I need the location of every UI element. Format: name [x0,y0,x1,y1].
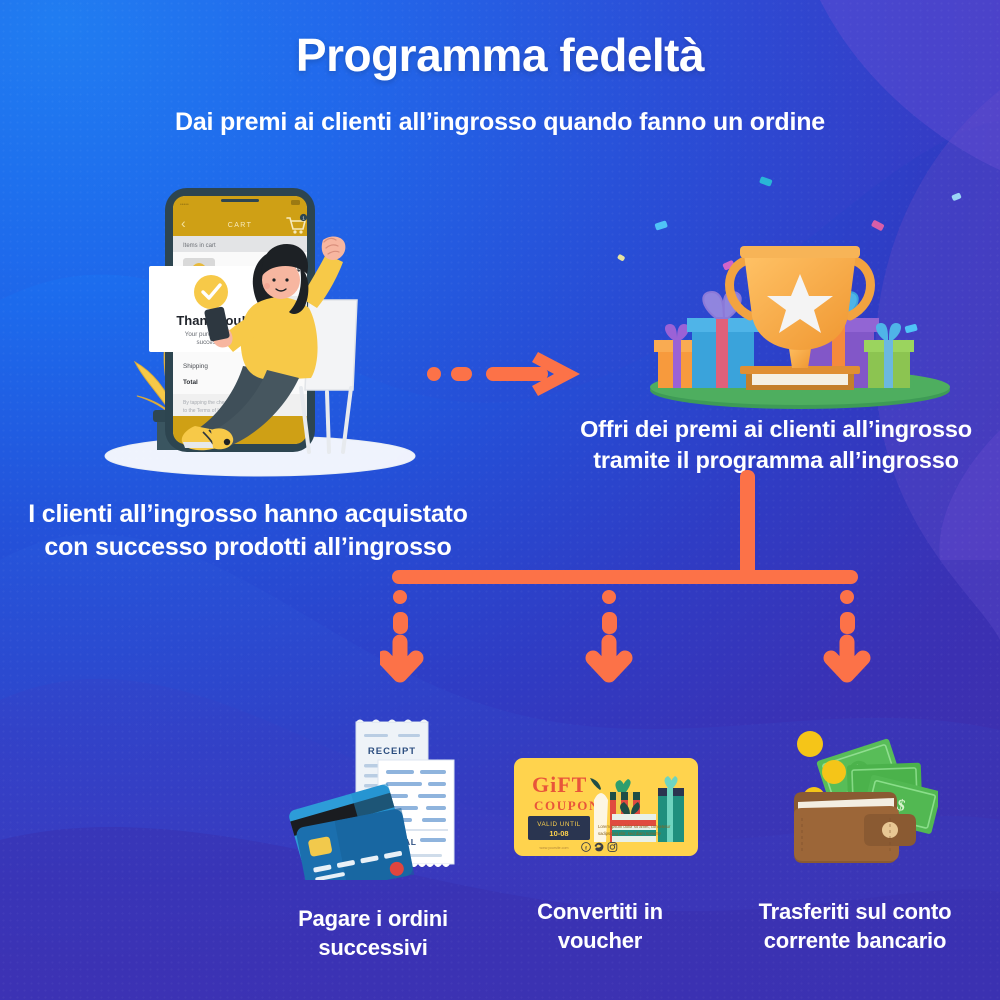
outcome-caption-2: Convertiti in voucher [537,899,663,954]
svg-text:COUPON: COUPON [534,798,600,813]
svg-text:sadipscing elitr, sed diam non: sadipscing elitr, sed diam nonumy [598,831,662,836]
phone-purchase-illustration: ••••• ‹ CART 1 Items in cart [95,180,425,480]
wallet [794,792,916,863]
outcome-caption-1: Pagare i ordini successivi [298,906,448,961]
svg-text:RECEIPT: RECEIPT [368,746,416,757]
svg-text:Items in cart: Items in cart [183,243,216,249]
svg-text:‹: ‹ [181,215,186,231]
coupon-gift-boxes [590,776,684,842]
gift-coupon-icon: GiFT COUPON VALID UNTIL 10-08 [512,756,700,858]
chair [299,299,358,454]
svg-text:GiFT: GiFT [532,772,587,797]
svg-text:VALID UNTIL: VALID UNTIL [537,821,581,828]
gift-box-blue [687,290,759,388]
trophy-and-gifts-illustration [640,230,960,410]
svg-text:to the Terms of Use: to the Terms of Use [183,408,226,414]
svg-text:www.yoursite.com: www.yoursite.com [540,846,569,850]
svg-text:Shipping: Shipping [183,363,208,370]
svg-text:f: f [585,845,587,851]
receipt-and-cards-icon: RECEIPT [278,712,478,880]
banknotes: $ $ $ [816,738,938,834]
trophy-icon [725,246,875,390]
wallet-with-money-icon: $ $ $ [768,726,938,874]
celebrating-person [181,236,346,451]
page-title: Programma fedeltà [295,29,705,81]
step1-caption: I clienti all’ingrosso hanno acquistato … [28,500,468,561]
page-subtitle: Dai premi ai clienti all’ingrosso quando… [175,108,825,136]
gift-box-green [864,323,914,388]
svg-text:1: 1 [302,216,305,221]
credit-cards [289,783,415,880]
svg-text:$: $ [895,797,907,815]
branching-connector-arrows [380,470,880,710]
gift-box-orange [654,324,700,388]
social-icons: f [581,842,618,852]
arrow-phone-to-trophy [420,348,590,400]
svg-text:10-08: 10-08 [549,829,568,838]
svg-text:•••••: ••••• [180,202,189,208]
svg-text:By tapping the checkout you ag: By tapping the checkout you agree [183,400,260,406]
svg-text:Total: Total [183,379,198,386]
check-circle-icon [194,275,228,309]
svg-text:Lorem ipsum dolor sit amet, co: Lorem ipsum dolor sit amet, consetetur [598,824,671,829]
step2-caption: Offri dei premi ai clienti all’ingrosso … [580,416,972,474]
svg-text:CART: CART [228,222,253,229]
outcome-caption-3: Trasferiti sul conto corrente bancario [758,899,952,954]
svg-text:successful: successful [197,339,226,346]
